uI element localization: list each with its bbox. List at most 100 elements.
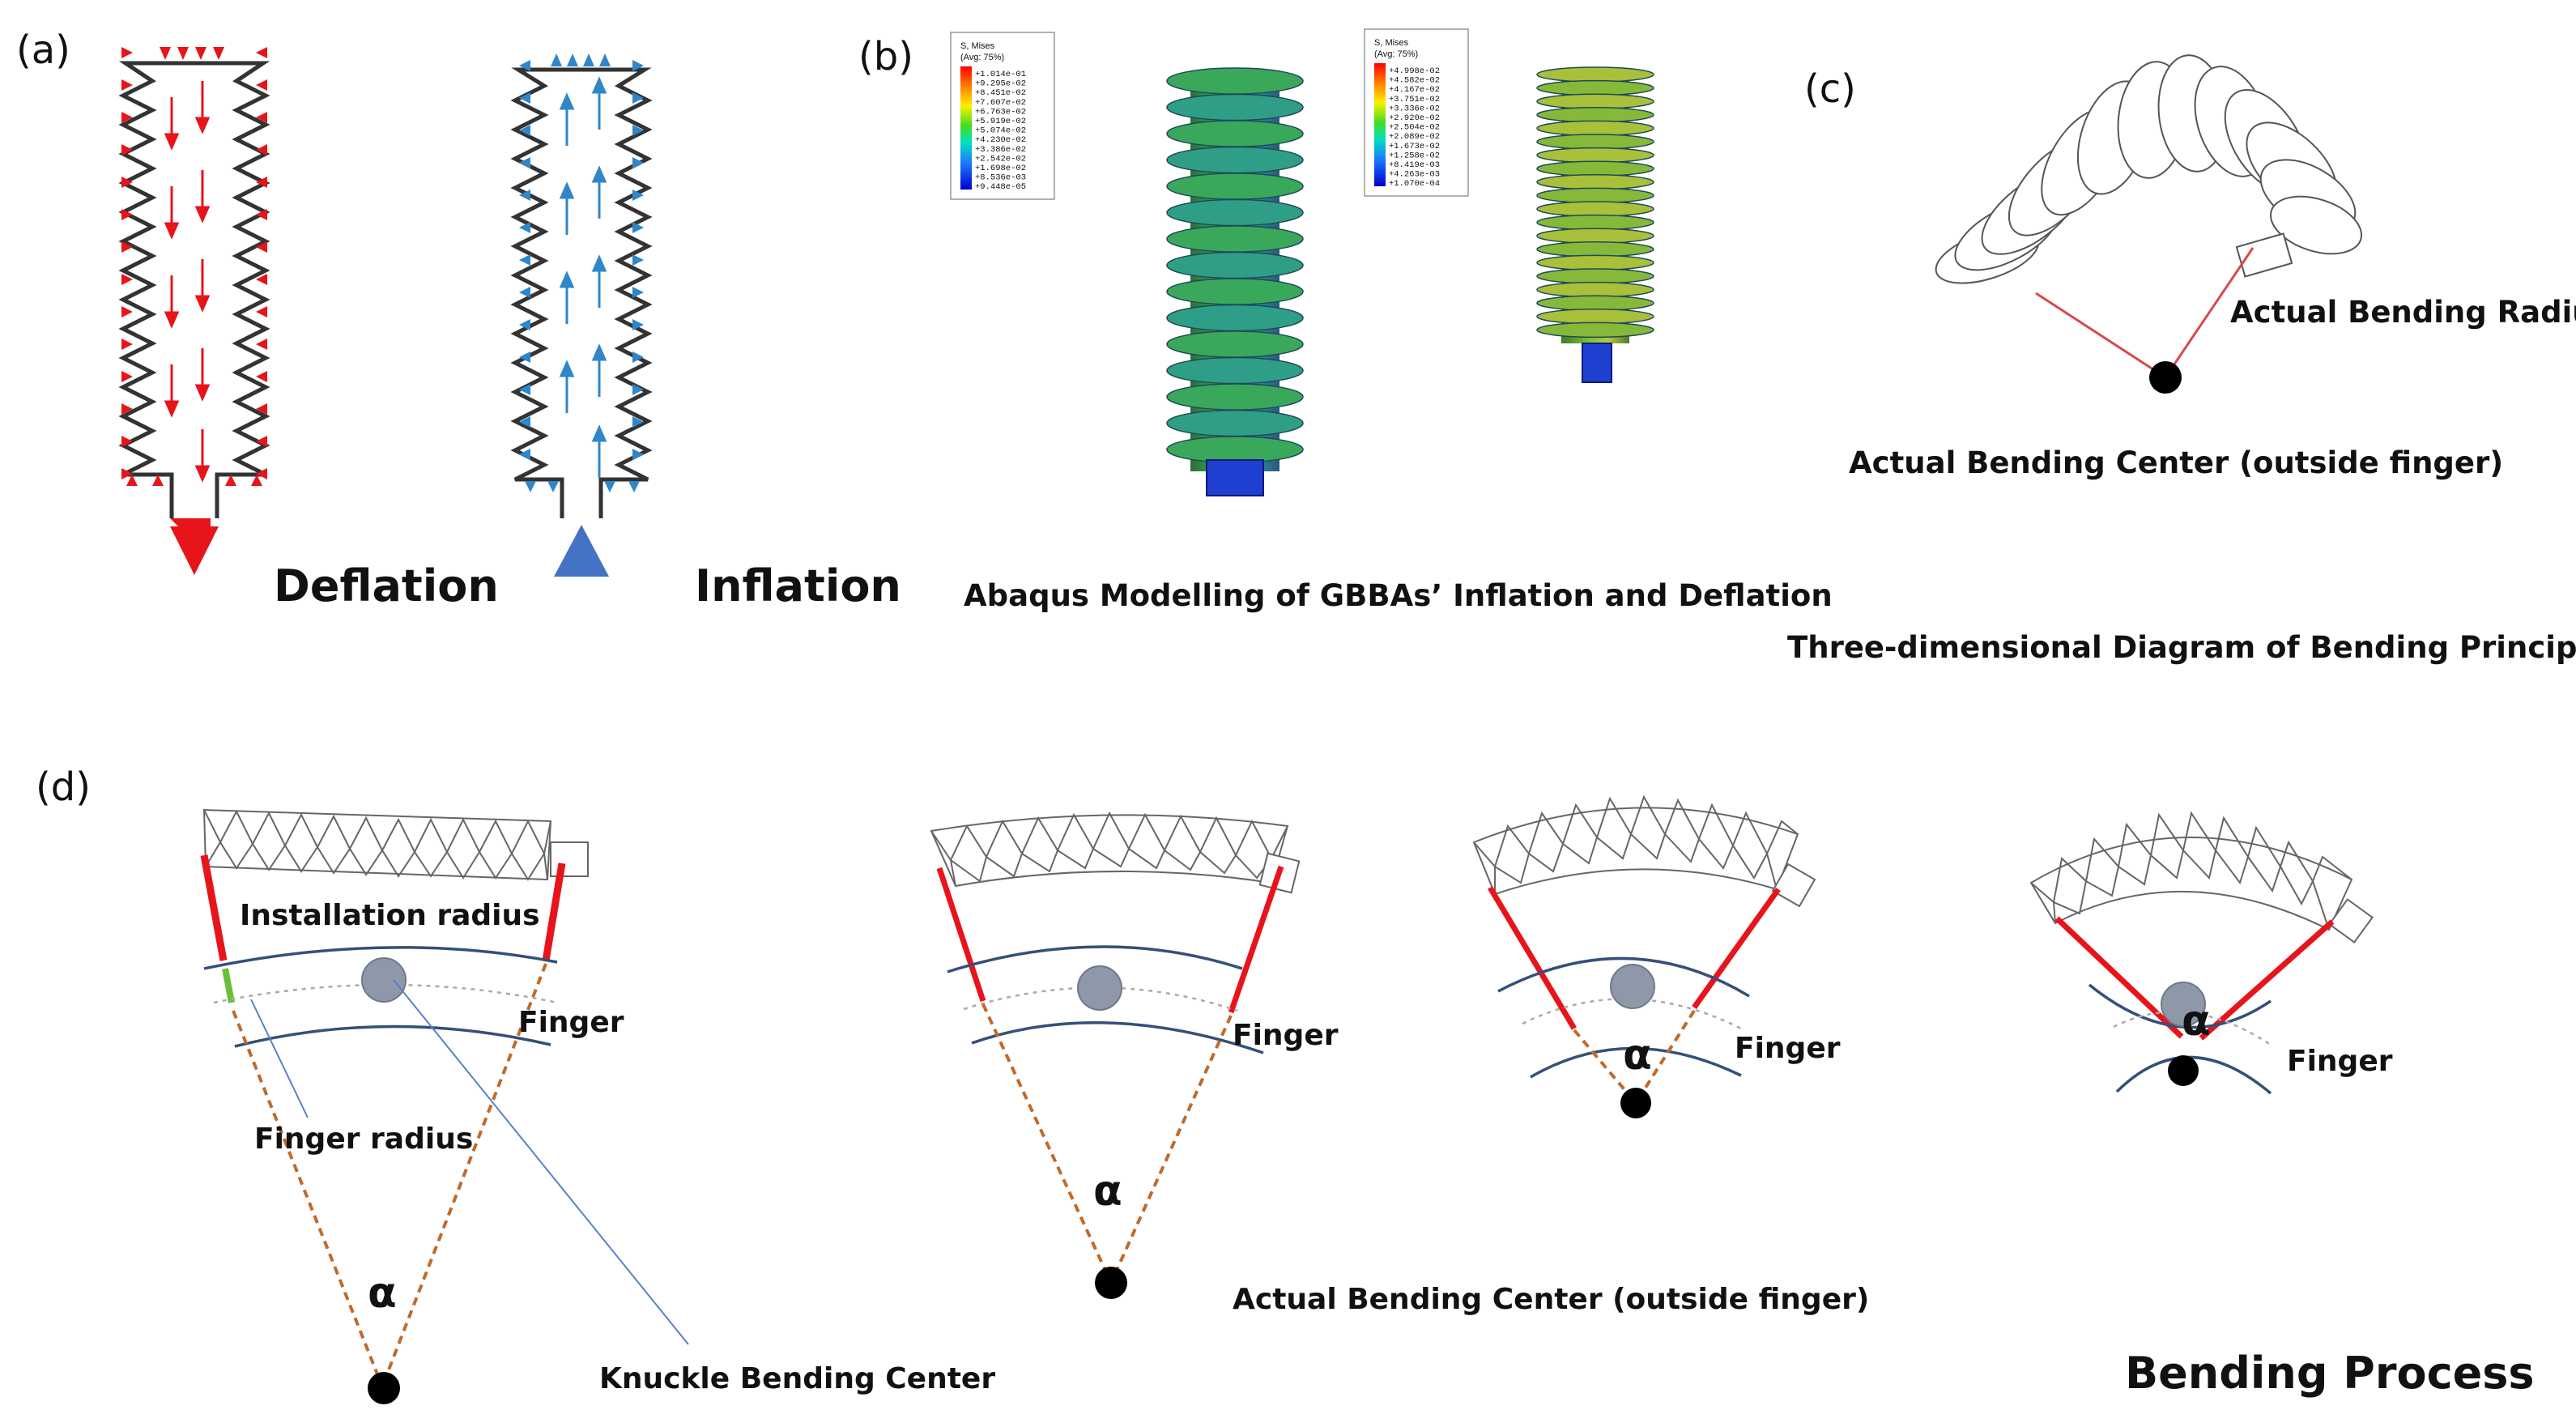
stage-1-cap — [550, 841, 589, 877]
stage-2-alpha-ray-left — [981, 1003, 1113, 1284]
panel-b: (b) S, Mises (Avg: 75%) +1.014e-01+9.295… — [858, 28, 1833, 613]
stage-2-alpha: α — [1093, 1167, 1122, 1216]
stage-1-alpha: α — [368, 1269, 397, 1318]
stage-1-knuckle-joint — [361, 957, 407, 1003]
deflation-label: Deflation — [274, 560, 499, 611]
stage-1-finger-bottom-curve — [234, 1024, 551, 1048]
stress-legend-1-subtitle: (Avg: 75%) — [960, 53, 1004, 62]
actual-bending-center-label-c: Actual Bending Center (outside finger) — [1849, 445, 2503, 480]
legend-value: +2.542e-02 — [975, 154, 1026, 164]
stage-4-bending-center-dot — [2168, 1055, 2199, 1086]
finger-radius-label: Finger radius — [254, 1122, 473, 1156]
bellows-disc — [1536, 66, 1654, 83]
bellows-disc — [1536, 107, 1654, 123]
deflation-bellows — [118, 47, 270, 575]
bending-radius-line-right — [2164, 247, 2255, 378]
bellows-disc — [1166, 251, 1304, 279]
legend-value: +2.089e-02 — [1389, 132, 1440, 142]
bellows-disc — [1166, 198, 1304, 227]
stage-4-bellows — [2029, 837, 2353, 931]
fe-model-inflated-discs — [1166, 67, 1304, 463]
legend-value: +1.673e-02 — [1389, 142, 1440, 151]
stage-1-alpha-ray-left — [232, 1010, 384, 1387]
bellows-disc — [1166, 173, 1304, 200]
bending-radius-line-left — [2035, 292, 2166, 379]
stage-3-finger-bottom-curve — [1530, 1046, 1742, 1079]
bellows-disc — [1166, 304, 1304, 332]
stage-2-install-right — [1228, 865, 1284, 1014]
bellows-disc — [1536, 268, 1654, 284]
stage-1-knuckle-center-dot — [368, 1372, 400, 1404]
legend-value: +4.167e-02 — [1389, 85, 1440, 95]
stress-legend-2-subtitle: (Avg: 75%) — [1374, 49, 1418, 59]
bellows-disc — [1536, 187, 1654, 204]
stage-2-finger-top-curve — [947, 945, 1243, 973]
bellows-disc — [1166, 67, 1304, 95]
stage-1-finger-label: Finger — [518, 1006, 624, 1039]
fe-model-deflated-base — [1582, 343, 1612, 383]
deflation-top-arrows — [160, 47, 224, 60]
bellows-disc — [1536, 120, 1654, 137]
panel-c-label: (c) — [1804, 66, 1856, 112]
bellows-disc — [1536, 201, 1654, 217]
inflation-inlet-arrow — [554, 525, 609, 577]
bellows-disc — [1166, 225, 1304, 253]
legend-value: +4.263e-03 — [1389, 170, 1440, 180]
stage-2-knuckle-joint — [1077, 965, 1122, 1011]
bellows-disc — [1536, 147, 1654, 164]
stage-2-folds — [930, 811, 1288, 887]
panel-a-label: (a) — [16, 28, 70, 73]
bellows-disc — [1166, 278, 1304, 305]
inflation-label: Inflation — [695, 560, 901, 611]
stage-4-install-left — [2054, 916, 2184, 1039]
legend-value: +7.607e-02 — [975, 98, 1026, 108]
actual-bending-center-label-d: Actual Bending Center (outside finger) — [1233, 1283, 1869, 1316]
inflation-bellows — [510, 53, 653, 577]
legend-value: +9.295e-02 — [975, 79, 1026, 89]
installation-radius-label: Installation radius — [240, 899, 540, 932]
panel-d: (d) Installation radius Finger Finger ra… — [36, 765, 2535, 1404]
bellows-disc — [1536, 254, 1654, 271]
bellows-disc — [1536, 228, 1654, 244]
panel-c: (c) Actual Bending Radius Actual Bending… — [1787, 54, 2576, 665]
stage-3-knuckle-joint — [1610, 964, 1655, 1009]
inflation-bellows-left-wall — [510, 67, 564, 518]
bellows-disc — [1166, 146, 1304, 174]
stage-4-install-right — [2199, 919, 2335, 1041]
stage-3-folds — [1473, 794, 1799, 894]
stage-2-finger-axis-curve — [963, 986, 1238, 1012]
bellows-disc — [1536, 281, 1654, 298]
bending-stage-2: Finger α Actual Bending Center (outside … — [930, 811, 1869, 1316]
legend-value: +8.451e-02 — [975, 88, 1026, 98]
bellows-disc — [1536, 93, 1654, 109]
stage-3-bending-center-dot — [1620, 1088, 1651, 1118]
legend-value: +3.336e-02 — [1389, 104, 1440, 113]
bellows-disc — [1536, 322, 1654, 339]
fe-model-deflated — [1536, 66, 1654, 383]
bellows-disc — [1536, 295, 1654, 311]
legend-value: +8.419e-03 — [1389, 160, 1440, 170]
stage-1-bellows — [202, 808, 552, 881]
stress-legend-2-values: +4.998e-02+4.582e-02+4.167e-02+3.751e-02… — [1389, 66, 1440, 189]
stage-3-finger-top-curve — [1497, 956, 1750, 998]
stage-3-alpha: α — [1623, 1031, 1652, 1080]
panel-b-label: (b) — [858, 34, 913, 79]
stage-3-cap — [1771, 863, 1816, 908]
stage-3-install-right — [1692, 887, 1781, 1010]
stage-4-knuckle-joint — [2161, 982, 2206, 1027]
panel-d-label: (d) — [36, 765, 91, 810]
panel-c-caption: Three-dimensional Diagram of Bending Pri… — [1787, 630, 2576, 665]
bellows-disc — [1536, 309, 1654, 325]
legend-value: +1.698e-02 — [975, 164, 1026, 173]
bellows-disc — [1166, 383, 1304, 411]
bellows-disc — [1166, 356, 1304, 385]
stage-4-alpha: α — [2182, 997, 2211, 1046]
stress-legend-2-colorbar — [1374, 63, 1386, 186]
bellows-disc — [1536, 134, 1654, 150]
panel-a: (a) — [16, 28, 901, 611]
inflation-inner-arrows — [559, 76, 607, 478]
inflation-bottom-arrows — [525, 481, 640, 492]
bellows-disc — [1166, 409, 1304, 437]
stage-2-install-left — [936, 867, 986, 1003]
bending-stage-3: Finger α — [1472, 794, 1841, 1118]
